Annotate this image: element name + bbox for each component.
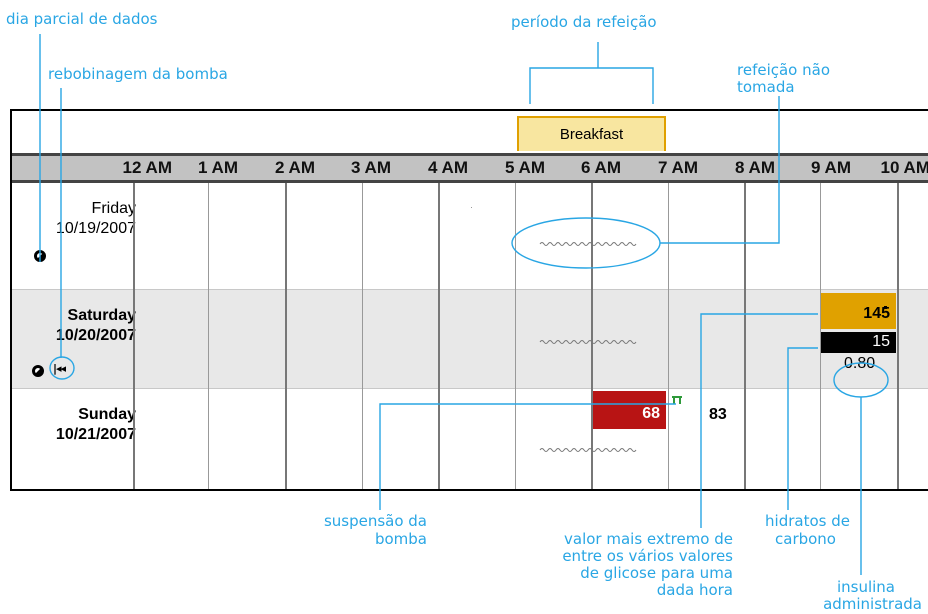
insulin-value[interactable]: 0.80 xyxy=(844,355,876,372)
day-row-saturday: Saturday 10/20/2007 |◂◂ 145 15 0.80 xyxy=(12,290,928,389)
insulin-annotation-line2: administrada xyxy=(823,595,922,613)
pump-rewind-icon[interactable]: |◂◂ xyxy=(53,362,66,375)
partial-day-icon[interactable] xyxy=(34,250,46,262)
hour-divider xyxy=(668,183,669,489)
day-date: 10/21/2007 xyxy=(55,426,136,443)
day-weekday: Saturday xyxy=(67,307,136,324)
meal-period-bracket xyxy=(529,42,654,104)
hour-label: 10 AM xyxy=(880,158,928,177)
carbs-annotation-line1: hidratos de xyxy=(765,512,850,530)
hour-label: 4 AM xyxy=(428,158,468,177)
hour-divider xyxy=(133,183,135,489)
glucose-high-cell[interactable]: 145 xyxy=(820,293,896,329)
extreme-value-annotation-line3: de glicose para uma xyxy=(580,564,733,582)
meal-period-tab-breakfast[interactable]: Breakfast xyxy=(517,116,666,151)
hour-label: 5 AM xyxy=(505,158,545,177)
hour-divider xyxy=(897,183,899,489)
insulin-annotation-line1: insulina xyxy=(836,578,895,596)
hour-label: 3 AM xyxy=(351,158,391,177)
extreme-value-annotation-line4: dada hora xyxy=(656,581,733,599)
day-row-friday: Friday 10/19/2007 xyxy=(12,183,928,290)
hour-label: 7 AM xyxy=(658,158,698,177)
pump-suspend-annotation-line1: suspensão da xyxy=(323,512,427,530)
hour-divider xyxy=(515,183,516,489)
hour-divider xyxy=(591,183,593,489)
meal-period-annotation: período da refeição xyxy=(511,13,657,31)
day-date: 10/20/2007 xyxy=(55,327,136,344)
glucose-value[interactable]: 83 xyxy=(709,406,727,423)
extreme-value-annotation-line1: valor mais extremo de xyxy=(564,530,733,548)
hour-divider xyxy=(285,183,287,489)
hour-divider xyxy=(820,183,821,489)
carbs-cell[interactable]: 15 xyxy=(820,332,896,353)
extreme-value-annotation-line2: entre os vários valores xyxy=(562,547,733,565)
glucose-low-cell[interactable]: 68 xyxy=(593,391,666,429)
hour-label: 2 AM xyxy=(275,158,315,177)
day-row-sunday: Sunday 10/21/2007 68 83 xyxy=(12,389,928,489)
day-date: 10/19/2007 xyxy=(55,220,136,237)
logbook-grid: Breakfast 12 AM 1 AM 2 AM 3 AM 4 AM 5 AM… xyxy=(10,109,928,491)
meal-not-taken-annotation-line1: refeição não xyxy=(737,61,831,79)
pump-rewind-annotation: rebobinagem da bomba xyxy=(48,65,228,83)
partial-day-annotation: dia parcial de dados xyxy=(6,10,158,28)
day-weekday: Sunday xyxy=(78,406,136,423)
hour-label: 6 AM xyxy=(581,158,621,177)
hour-label: 8 AM xyxy=(735,158,775,177)
hour-divider xyxy=(744,183,746,489)
hour-divider xyxy=(438,183,440,489)
hour-divider xyxy=(362,183,363,489)
hour-header-bar: 12 AM 1 AM 2 AM 3 AM 4 AM 5 AM 6 AM 7 AM… xyxy=(12,153,928,183)
hour-label: 9 AM xyxy=(811,158,851,177)
hour-divider xyxy=(208,183,209,489)
hour-label: 1 AM xyxy=(198,158,238,177)
pump-suspend-annotation-line2: bomba xyxy=(374,530,427,548)
day-weekday: Friday xyxy=(91,200,136,217)
meal-not-taken-annotation-line2: tomada xyxy=(737,78,795,96)
partial-day-icon[interactable] xyxy=(32,365,44,377)
carbs-annotation-line2: carbono xyxy=(775,530,836,548)
hour-label: 12 AM xyxy=(122,158,172,177)
